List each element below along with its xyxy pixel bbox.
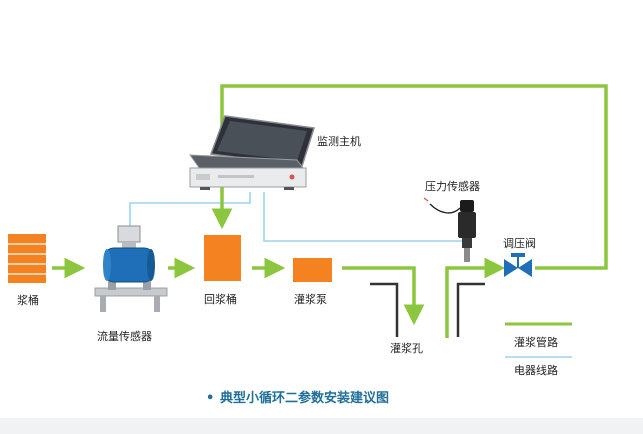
label-pressure-sensor: 压力传感器 bbox=[425, 180, 480, 193]
label-slurry-bucket: 浆桶 bbox=[17, 293, 39, 307]
legend-pipe-label: 灌浆管路 bbox=[514, 335, 558, 349]
label-grout-pump: 灌浆泵 bbox=[294, 292, 327, 306]
bottom-band bbox=[0, 418, 643, 434]
label-grout-hole: 灌浆孔 bbox=[390, 341, 423, 355]
monitor-host bbox=[188, 115, 315, 190]
label-monitor-host: 监测主机 bbox=[317, 134, 361, 148]
flow-sensor bbox=[94, 225, 168, 312]
grout-pump bbox=[293, 258, 332, 282]
pressure-sensor bbox=[423, 197, 476, 262]
label-flow-sensor: 流量传感器 bbox=[97, 329, 152, 343]
pressure-valve bbox=[504, 253, 532, 277]
label-pressure-valve: 调压阀 bbox=[503, 236, 536, 250]
legend-wire-label: 电器线路 bbox=[514, 363, 558, 377]
wire-monitor-to-flow-sensor bbox=[129, 192, 251, 232]
grout-pipes bbox=[52, 84, 608, 338]
label-return-bucket: 回浆桶 bbox=[204, 292, 237, 306]
return-bucket bbox=[204, 235, 241, 281]
slurry-bucket bbox=[8, 234, 46, 283]
electrical-wires bbox=[129, 192, 466, 242]
legend: 灌浆管路 电器线路 bbox=[505, 322, 572, 377]
caption-bullet: • bbox=[206, 391, 214, 406]
wire-monitor-to-pressure-sensor bbox=[263, 192, 466, 242]
caption-title: 典型小循环二参数安装建议图 bbox=[220, 390, 389, 406]
grout-hole bbox=[370, 282, 485, 337]
pipe-hole-to-valve bbox=[445, 257, 506, 338]
pipe-pump-to-hole bbox=[342, 266, 425, 326]
